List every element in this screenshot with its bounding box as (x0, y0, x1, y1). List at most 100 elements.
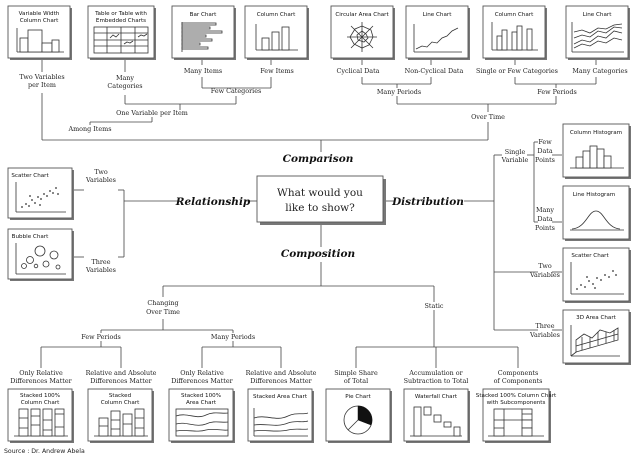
heading-distribution: Distribution (391, 196, 464, 208)
label-one-var-per-item: One Variable per Item (116, 109, 188, 117)
label-cyclical: Cyclical Data (337, 67, 380, 75)
table-icon (93, 26, 149, 54)
svg-text:Circular Area Chart: Circular Area Chart (335, 12, 389, 18)
svg-text:Line Chart: Line Chart (583, 12, 613, 18)
label-simple-share: Simple Share (334, 369, 378, 377)
bubble-chart-icon (15, 243, 66, 275)
variable-width-column-icon (16, 28, 64, 53)
chart-box-variable-width-column: Variable Width Column Chart (7, 5, 72, 60)
svg-text:per Item: per Item (28, 81, 56, 89)
svg-text:Column Chart: Column Chart (20, 18, 59, 24)
label-static: Static (425, 302, 444, 310)
label-two-vars-per-item: Two Variables (19, 73, 64, 81)
label-few-periods-comp: Few Periods (81, 333, 120, 341)
svg-text:Table or Table with: Table or Table with (94, 11, 147, 17)
svg-text:Data: Data (537, 147, 553, 155)
label-single-few-categories: Single or Few Categories (476, 67, 558, 75)
chart-box-scatter-rel: Scatter Chart (7, 167, 74, 220)
svg-text:Subtraction to Total: Subtraction to Total (404, 377, 469, 385)
line-histogram-icon (570, 210, 624, 231)
label-rel-three-vars: Three (92, 258, 111, 266)
svg-text:Bubble Chart: Bubble Chart (12, 234, 49, 240)
svg-text:Stacked 100%: Stacked 100% (181, 393, 221, 399)
label-many-items: Many Items (184, 67, 222, 75)
svg-text:Stacked 100% Column Chart: Stacked 100% Column Chart (476, 393, 557, 399)
svg-text:Line Chart: Line Chart (423, 12, 453, 18)
label-non-cyclical: Non-Cyclical Data (405, 67, 464, 75)
chart-box-3d-area: 3D Area Chart (562, 309, 631, 365)
svg-text:Variables: Variables (529, 331, 560, 339)
label-among-items: Among Items (68, 125, 112, 133)
label-over-time: Over Time (471, 113, 505, 121)
svg-text:3D Area Chart: 3D Area Chart (576, 315, 616, 321)
svg-text:Column Chart: Column Chart (495, 12, 534, 18)
column-histogram-icon (570, 145, 624, 169)
chart-box-line-histogram: Line Histogram (562, 185, 631, 241)
label-accumulation: Accumulation or (408, 369, 463, 377)
connector-lines (40, 59, 597, 368)
svg-text:Embedded Charts: Embedded Charts (96, 18, 146, 24)
scatter-chart-icon (15, 182, 66, 213)
label-changing-over-time: Changing (147, 299, 178, 307)
label-many-categories-left: Many (116, 74, 134, 82)
svg-text:Differences Matter: Differences Matter (90, 377, 152, 385)
svg-text:Bar Chart: Bar Chart (190, 12, 218, 18)
heading-composition: Composition (281, 248, 355, 260)
question-box: What would you like to show? (256, 175, 386, 225)
label-only-relative-2: Only Relative (180, 369, 224, 377)
svg-text:Variables: Variables (85, 266, 116, 274)
svg-text:Column Histogram: Column Histogram (570, 130, 622, 136)
chart-box-stacked-100-column: Stacked 100% Column Chart (7, 388, 74, 443)
label-components: Components (498, 369, 539, 377)
svg-text:Variables: Variables (529, 271, 560, 279)
chart-box-bubble-rel: Bubble Chart (7, 228, 74, 281)
svg-text:Variable: Variable (501, 156, 529, 164)
question-line-1: What would you (277, 187, 363, 199)
svg-text:Differences Matter: Differences Matter (250, 377, 312, 385)
label-only-relative-1: Only Relative (19, 369, 63, 377)
radar-chart-icon (347, 22, 377, 52)
source-credit: Source : Dr. Andrew Abela (4, 448, 85, 455)
svg-text:Differences Matter: Differences Matter (10, 377, 72, 385)
chart-box-line-top: Line Chart (405, 5, 470, 60)
svg-text:Waterfall Chart: Waterfall Chart (415, 394, 458, 400)
svg-text:Column Chart: Column Chart (21, 400, 60, 406)
svg-text:Pie Chart: Pie Chart (345, 394, 371, 400)
chart-box-table-embedded: Table or Table with Embedded Charts (87, 5, 156, 60)
svg-text:Data: Data (537, 215, 553, 223)
label-rel-and-abs-1: Relative and Absolute (86, 369, 157, 377)
label-single-variable: Single (505, 148, 526, 156)
svg-text:with Subcomponents: with Subcomponents (487, 400, 546, 406)
label-dist-two-vars: Two (538, 262, 552, 270)
chart-box-column-histogram: Column Histogram (562, 123, 631, 179)
chart-box-bar: Bar Chart (171, 5, 236, 60)
label-many-periods-comp: Many Periods (211, 333, 255, 341)
svg-text:Stacked 100%: Stacked 100% (20, 393, 60, 399)
label-many-categories-right: Many Categories (572, 67, 627, 75)
label-rel-and-abs-2: Relative and Absolute (246, 369, 317, 377)
svg-text:Scatter Chart: Scatter Chart (11, 173, 49, 179)
svg-text:Over Time: Over Time (146, 308, 180, 316)
stacked-100-subcomponents-icon (488, 408, 544, 437)
line-chart-icon (413, 24, 462, 53)
svg-text:Variables: Variables (85, 176, 116, 184)
svg-text:of Components: of Components (494, 377, 543, 385)
svg-text:Line Histogram: Line Histogram (573, 192, 615, 198)
chart-box-line-top2: Line Chart (565, 5, 630, 60)
chart-box-stacked-100-area: Stacked 100% Area Chart (168, 388, 235, 443)
chart-box-pie: Pie Chart (325, 388, 392, 443)
column-chart-icon (255, 24, 298, 51)
chart-box-column-top2: Column Chart (482, 5, 547, 60)
chart-box-column-top: Column Chart (244, 5, 309, 60)
pie-chart-icon (343, 405, 373, 435)
question-line-2: like to show? (285, 202, 355, 214)
stacked-area-icon (253, 408, 309, 437)
heading-relationship: Relationship (175, 196, 251, 208)
svg-text:Stacked Area Chart: Stacked Area Chart (253, 394, 308, 400)
chart-box-scatter-dist: Scatter Chart (562, 247, 631, 303)
chart-box-stacked-column: Stacked Column Chart (87, 388, 154, 443)
stacked-100-column-icon (14, 408, 68, 437)
svg-text:Stacked: Stacked (109, 393, 132, 399)
stacked-100-area-icon (175, 408, 229, 437)
